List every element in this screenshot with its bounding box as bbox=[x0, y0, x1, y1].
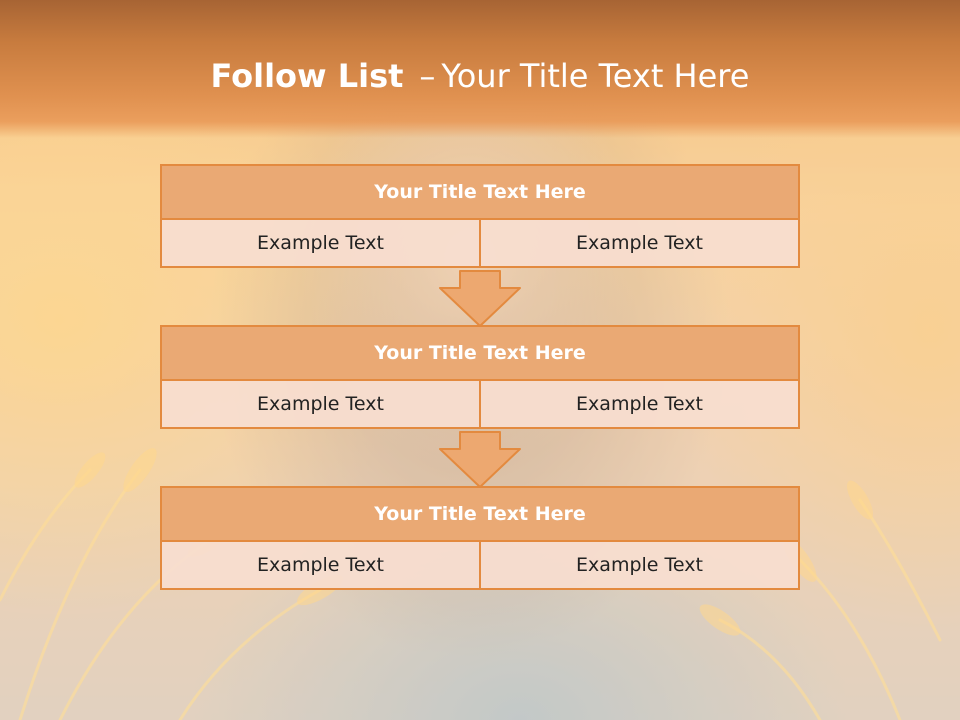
down-arrow-2 bbox=[439, 431, 521, 488]
step-row-1: Example Text Example Text bbox=[160, 218, 800, 268]
step-box-2: Your Title Text Here Example Text Exampl… bbox=[160, 325, 800, 429]
step-cell-left-1: Example Text bbox=[160, 218, 481, 268]
step-title-1: Your Title Text Here bbox=[160, 164, 800, 220]
step-box-1: Your Title Text Here Example Text Exampl… bbox=[160, 164, 800, 268]
title-rest-part: Your Title Text Here bbox=[441, 57, 750, 95]
header-band bbox=[0, 0, 960, 138]
step-row-2: Example Text Example Text bbox=[160, 379, 800, 429]
step-title-3: Your Title Text Here bbox=[160, 486, 800, 542]
step-cell-left-3: Example Text bbox=[160, 540, 481, 590]
title-bold-part: Follow List bbox=[210, 57, 404, 95]
step-title-2: Your Title Text Here bbox=[160, 325, 800, 381]
step-cell-left-2: Example Text bbox=[160, 379, 481, 429]
step-box-3: Your Title Text Here Example Text Exampl… bbox=[160, 486, 800, 590]
step-cell-right-2: Example Text bbox=[479, 379, 800, 429]
slide-title: Follow List–Your Title Text Here bbox=[0, 52, 960, 100]
step-row-3: Example Text Example Text bbox=[160, 540, 800, 590]
title-separator: – bbox=[419, 57, 436, 95]
step-cell-right-1: Example Text bbox=[479, 218, 800, 268]
down-arrow-1 bbox=[439, 270, 521, 327]
step-cell-right-3: Example Text bbox=[479, 540, 800, 590]
